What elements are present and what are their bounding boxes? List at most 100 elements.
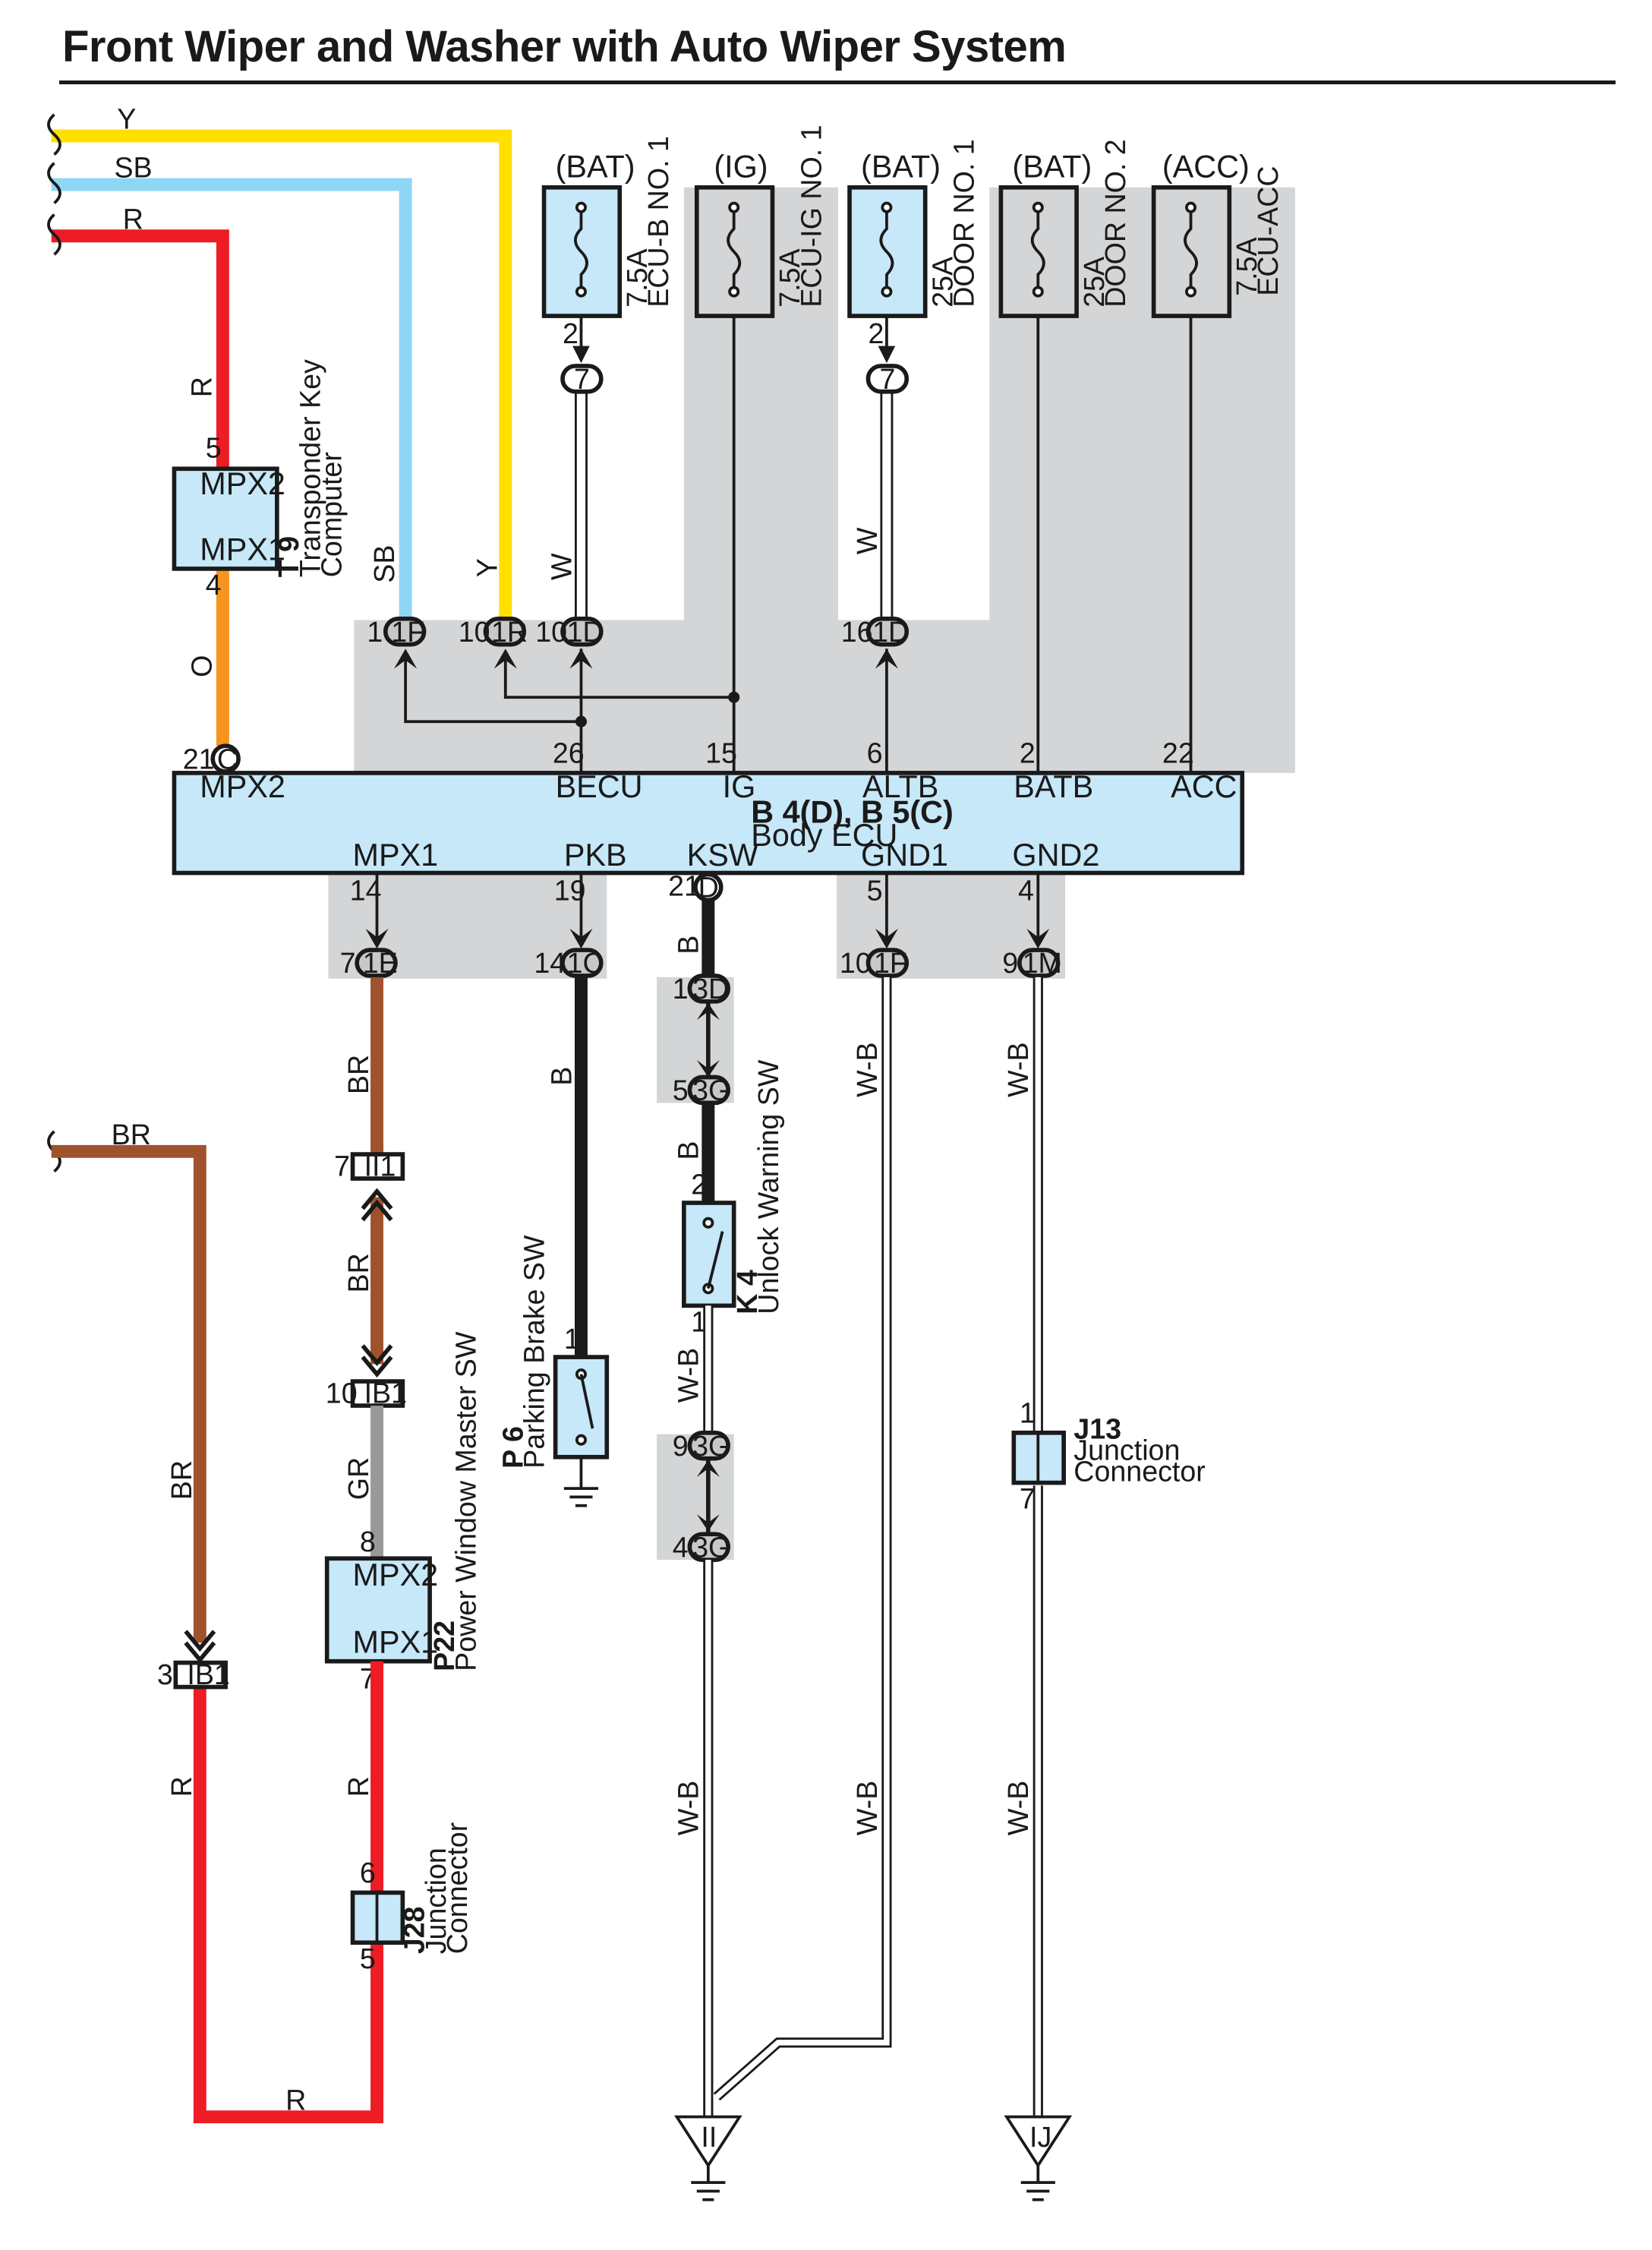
wire-b-pkb: B: [545, 977, 588, 1358]
wire-label-br-left-vert: BR: [166, 1460, 197, 1500]
wire-label-r-2: R: [166, 1776, 197, 1797]
junction-top-1f: 1F 1: [367, 616, 427, 669]
ksw-d-connector: D: [693, 872, 724, 904]
wire-br-1e: BR: [342, 977, 383, 1155]
fuse-rating-3: 25A: [926, 256, 958, 308]
ksw-3g-b-pin: 9: [673, 1430, 689, 1462]
ib1-a-pin: 10: [326, 1377, 358, 1409]
connector-3d: 3D 1: [673, 973, 730, 1005]
fuse-rating-4: 25A: [1078, 256, 1110, 308]
fuse-name-4: DOOR NO. 2: [1099, 139, 1131, 308]
transponder-pin-bottom-no: 4: [206, 569, 222, 601]
k4-name: Unlock Warning SW: [752, 1059, 784, 1314]
fuse-pin-3: 2: [868, 317, 884, 349]
wire-label-wb-ii: W-B: [673, 1781, 705, 1835]
jb-1m-conn: 1M: [1023, 947, 1062, 979]
mpx2-pin: 21: [183, 743, 215, 775]
jb-1c-pin: 14: [534, 947, 566, 979]
connector-3g-a: 3G 5: [673, 1075, 731, 1106]
wire-w-fuse3: W: [851, 393, 894, 617]
ksw-3d-pin: 1: [673, 973, 689, 1005]
ksw-3g-c-pin: 4: [673, 1531, 689, 1563]
fuse-rating-2: 7.5A: [774, 248, 806, 308]
k4-ref: K 4: [731, 1270, 763, 1314]
jb-1f-pin: 10: [840, 947, 872, 979]
junction-connector-j13: 1 7 J13 Junction Connector: [1011, 1397, 1206, 1514]
fuse-name-5: ECU-ACC: [1252, 166, 1284, 295]
wire-label-b-ksw-2: B: [673, 1141, 705, 1160]
jt-1r-conn: 1R: [491, 616, 528, 648]
ksw-3g-c-conn: 3G: [692, 1531, 730, 1563]
mpx2-conn: C: [217, 743, 238, 775]
ksw-3g-a-pin: 5: [673, 1075, 689, 1106]
wire-o: O: [185, 568, 229, 746]
transponder-name: Transponder Key: [294, 359, 326, 577]
jt-1d-a-conn: 1D: [567, 616, 604, 648]
ground-ij: IJ: [1004, 2115, 1073, 2201]
transponder-pin-top-no: 5: [206, 431, 222, 463]
ksw-3g-b-conn: 3G: [692, 1430, 730, 1462]
wire-label-wb-ksw: W-B: [673, 1348, 705, 1403]
wire-br-left: BR BR: [51, 1119, 216, 1664]
j28-pin-top: 6: [360, 1857, 376, 1889]
pin-gnd1: 5: [867, 874, 883, 906]
pin-gnd2: 4: [1018, 874, 1034, 906]
body-ecu-ig: IG: [723, 769, 756, 804]
pin-acc: 22: [1162, 737, 1194, 769]
jb-1e-conn: 1E: [363, 947, 398, 979]
transponder-name2: Computer: [315, 452, 347, 577]
jt-1f-conn: 1F: [391, 616, 424, 648]
wire-b-ksw: B B: [673, 900, 720, 1203]
jb-1f-conn: 1F: [874, 947, 907, 979]
junction-connector-j28: 6 5 J28 Junction Connector: [350, 1822, 473, 1974]
fuse-ecu-b-no1: (BAT) 7.5A ECU-B NO. 1 2 7: [541, 136, 674, 395]
k4-pin-bottom: 1: [691, 1305, 707, 1337]
wire-y: Y Y: [51, 103, 512, 617]
body-ecu-gnd1: GND1: [861, 838, 948, 873]
fuse-source-3: (BAT): [861, 150, 941, 185]
ib1-a-conn: IB1: [364, 1377, 407, 1409]
body-ecu-becu: BECU: [556, 769, 643, 804]
ksw-3g-a-conn: 3G: [692, 1075, 730, 1106]
body-ecu-ksw: KSW: [687, 838, 758, 873]
ii1-pin: 7: [334, 1150, 350, 1182]
ksw-3d-conn: 3D: [692, 973, 729, 1005]
ksw-conn: D: [698, 872, 719, 904]
ii1-conn: II1: [364, 1150, 396, 1182]
wire-label-w-1: W: [545, 553, 577, 580]
wire-label-br-1: BR: [342, 1055, 374, 1094]
fuse-door-no2: (BAT) 25A DOOR NO. 2: [998, 139, 1131, 318]
junction-bottom-1m: 1M 9: [1002, 947, 1062, 979]
body-ecu-batb: BATB: [1014, 769, 1093, 804]
pin-batb: 2: [1020, 737, 1036, 769]
fuse-conn-3: 7: [880, 363, 896, 395]
body-ecu-ref: B 4(D), B 5(C): [751, 795, 954, 830]
j13-name: Junction: [1073, 1434, 1180, 1466]
junction-bottom-1e: 1E 7: [340, 947, 398, 979]
pw-pin-top: MPX2: [353, 1557, 439, 1592]
wire-r-bottom: R R R: [166, 1661, 383, 2124]
junction-top-1d-b: 1D 16: [841, 616, 909, 669]
wire-br-2: BR: [342, 1188, 393, 1378]
fuse-name-3: DOOR NO. 1: [948, 139, 980, 308]
junction-bottom-1f: 1F 10: [840, 947, 910, 979]
wire-label-wb-gnd2-a: W-B: [1002, 1042, 1034, 1097]
wire-label-wb-gnd1-a: W-B: [851, 1042, 883, 1097]
wire-wb-ksw: W-B: [673, 1305, 720, 1533]
j13-ref: J13: [1073, 1412, 1121, 1444]
jb-1c-conn: 1C: [567, 947, 604, 979]
lower-thin-lines: [375, 874, 1040, 943]
wire-label-sb-vert: SB: [368, 545, 400, 583]
wire-label-wb-gnd1-b: W-B: [851, 1781, 883, 1835]
body-ecu-pkb: PKB: [564, 838, 627, 873]
body-ecu-gnd2: GND2: [1012, 838, 1099, 873]
jt-1d-b-pin: 16: [841, 616, 873, 648]
parking-brake-sw: 1 P 6 Parking Brake SW: [497, 1235, 610, 1507]
ib1-b-pin: 3: [157, 1658, 173, 1690]
j13-pin-bottom: 7: [1020, 1482, 1036, 1514]
wire-label-r-3: R: [285, 2084, 306, 2116]
wire-gr: GR: [342, 1406, 383, 1559]
fuse-door-no1: (BAT) 25A DOOR NO. 1 2 7: [847, 139, 980, 395]
connector-3g-b: 3G 9: [673, 1430, 731, 1462]
